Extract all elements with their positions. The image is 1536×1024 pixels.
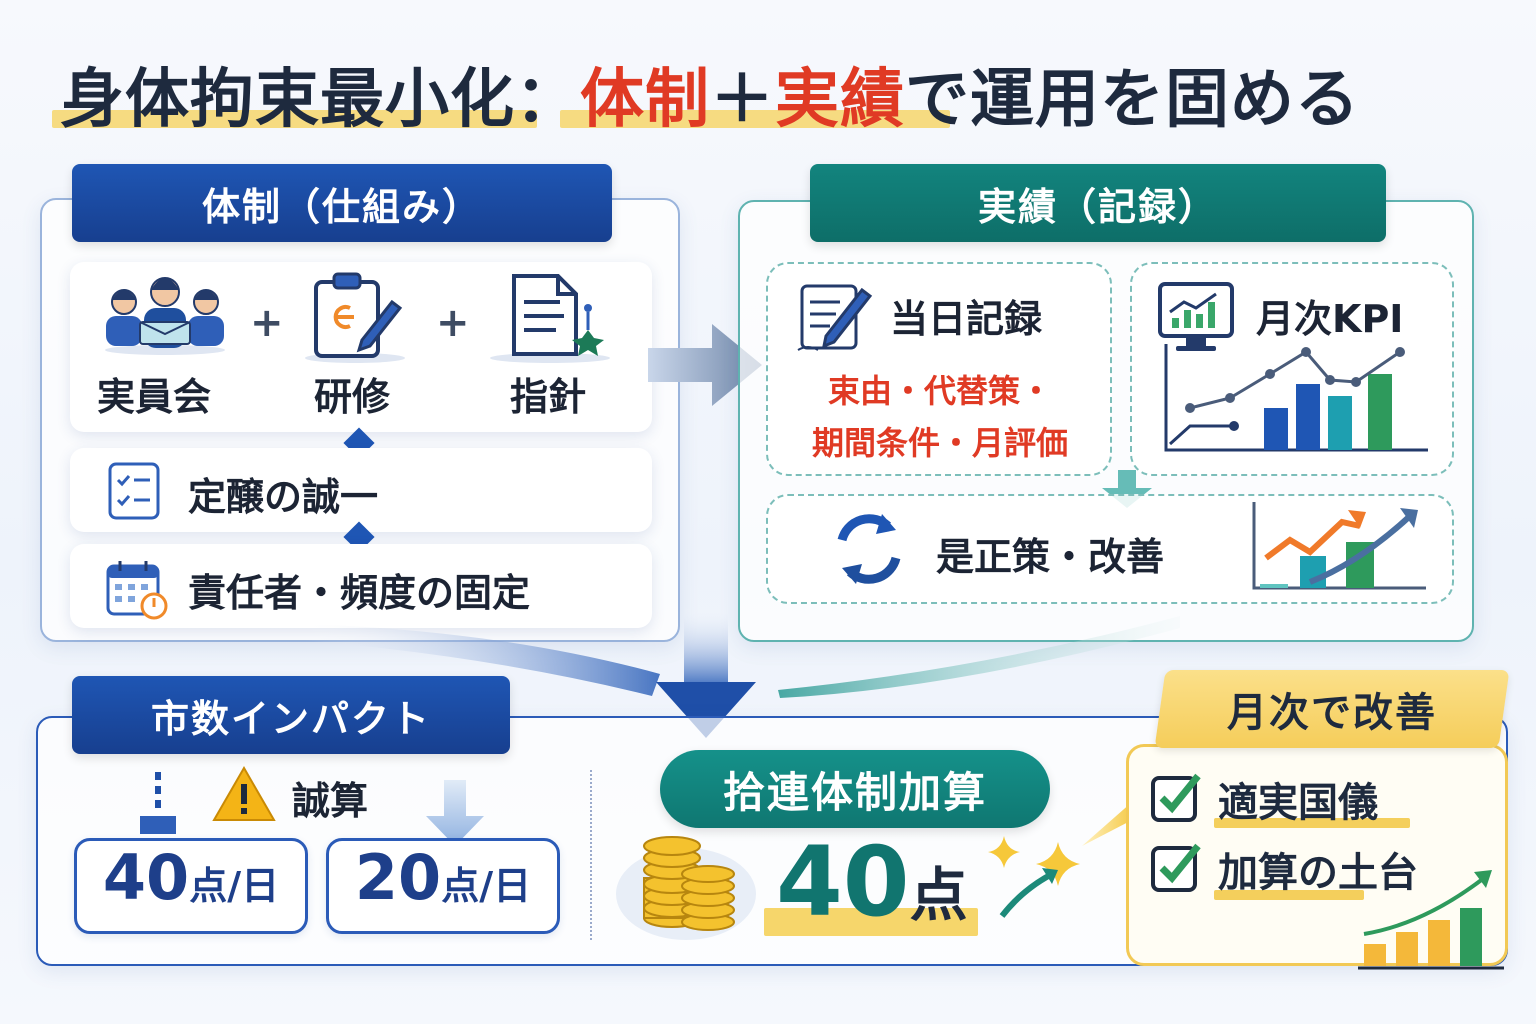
stack-down-icon xyxy=(140,772,176,834)
title-part-2: 体制 xyxy=(580,63,710,137)
daily-record-detail-2: 期間条件・月評価 xyxy=(811,424,1068,462)
monthly-kpi-title: 月次KPI xyxy=(1256,297,1404,341)
check-item-2-label: 加算の土台 xyxy=(1218,850,1418,896)
before-points-value: 40 xyxy=(102,841,190,914)
rules-row-label: 定醸の誠一 xyxy=(188,475,379,519)
monthly-improvement-tab-label: 月次で改善 xyxy=(1227,690,1437,736)
merge-arrows-icon xyxy=(300,606,1180,738)
committee-label: 実員会 xyxy=(97,375,212,419)
bonus-value-group: 40点 xyxy=(776,826,968,938)
sparkle-icon xyxy=(988,836,1080,918)
document-icon xyxy=(490,274,610,363)
checkbox-checked-icon xyxy=(1151,843,1201,892)
pointer-to-yellow-icon xyxy=(1082,802,1136,846)
kpi-trend-chart-icon xyxy=(1164,344,1428,452)
rules-row xyxy=(70,448,652,532)
before-points-box: 40 点/日 xyxy=(74,838,308,934)
title-part-3: ＋ xyxy=(710,63,775,137)
responsibility-row-label: 責任者・頻度の固定 xyxy=(188,571,531,615)
committee-people-icon xyxy=(105,277,225,355)
page-title: 身体拘束最小化：体制＋実績で運用を固める xyxy=(52,48,1360,138)
checkbox-checked-icon xyxy=(1151,773,1201,822)
monthly-improvement-tab: 月次で改善 xyxy=(1154,670,1510,748)
bonus-unit: 点 xyxy=(909,861,968,929)
bonus-value-highlight xyxy=(764,908,978,936)
policy-label: 指針 xyxy=(510,375,587,419)
daily-record-title: 当日記録 xyxy=(890,297,1043,341)
title-part-5: で運用を固める xyxy=(905,63,1360,137)
responsibility-row xyxy=(70,544,652,628)
vertical-divider xyxy=(590,770,592,940)
checklist-icon xyxy=(108,462,160,520)
notepad-pencil-icon xyxy=(797,284,873,351)
coins-icon xyxy=(616,836,756,940)
after-points-unit: 点/日 xyxy=(441,864,532,908)
system-panel-tab: 体制（仕組み） xyxy=(72,164,612,242)
title-part-4: 実績 xyxy=(775,63,905,137)
warning-label: 誠算 xyxy=(292,779,369,823)
plus-sign-1: + xyxy=(250,300,284,346)
results-panel-tab: 実績（記録） xyxy=(810,164,1386,242)
clipboard-pencil-icon xyxy=(305,272,405,363)
calendar-icon xyxy=(106,561,168,620)
warning-icon xyxy=(212,765,276,821)
check-item-1: 適実国儀 xyxy=(1150,770,1490,834)
check-item-1-label: 適実国儀 xyxy=(1218,780,1378,826)
after-points-box: 20 点/日 xyxy=(326,838,560,934)
daily-record-detail-1: 束由・代替策・ xyxy=(827,372,1052,410)
down-arrow-light-icon xyxy=(426,780,484,846)
rising-bars-icon xyxy=(1358,870,1504,970)
down-arrow-teal-icon xyxy=(1102,470,1152,508)
after-points-value: 20 xyxy=(354,841,442,914)
growth-chart-icon xyxy=(1252,502,1426,590)
training-label: 研修 xyxy=(314,375,391,419)
cycle-arrows-icon xyxy=(837,514,901,584)
improvement-label: 是正策・改善 xyxy=(936,535,1165,579)
improvement-card xyxy=(766,494,1454,604)
bonus-pill: 拾連体制加算 xyxy=(660,750,1050,828)
monitor-chart-icon xyxy=(1158,282,1234,351)
plus-sign-2: + xyxy=(436,300,470,346)
check-item-2: 加算の土台 xyxy=(1150,840,1490,904)
bonus-value: 40 xyxy=(776,826,910,938)
title-part-1: 身体拘束最小化： xyxy=(60,63,580,137)
before-points-unit: 点/日 xyxy=(189,864,280,908)
revenue-impact-tab: 市数インパクト xyxy=(72,676,510,754)
right-arrow-icon xyxy=(648,324,762,406)
